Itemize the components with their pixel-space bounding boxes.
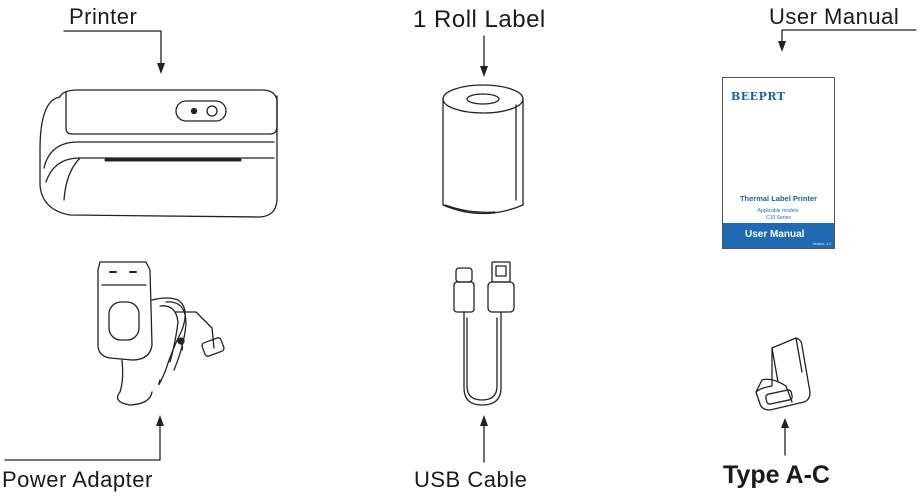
manual-brand-logo: BEEPRT (731, 90, 786, 103)
usb-cable-illustration (453, 261, 515, 406)
power-adapter-illustration (97, 261, 225, 406)
printer-illustration (39, 89, 278, 218)
roll-label-label: 1 Roll Label (413, 6, 546, 33)
printer-leader-arrow (63, 30, 165, 74)
manual-version: Version: 1.0 (812, 242, 831, 246)
user-manual-cover: BEEPRT Thermal Label Printer Applicable … (722, 77, 835, 249)
power-adapter-label: Power Adapter (2, 467, 153, 492)
power-leader-arrow (4, 415, 164, 461)
type-ac-label: Type A-C (723, 461, 830, 489)
manual-blue-band: User Manual Version: 1.0 (723, 223, 834, 248)
usb-leader-arrow (480, 415, 488, 463)
roll-leader-arrow (480, 35, 488, 77)
manual-applicable-models: Applicable models: (757, 208, 800, 214)
printer-label: Printer (69, 4, 138, 29)
manual-title: Thermal Label Printer (739, 194, 818, 203)
user-manual-label: User Manual (769, 4, 900, 29)
usb-cable-label: USB Cable (414, 467, 528, 492)
manual-series: C10 Series (766, 215, 791, 221)
type-ac-adapter-illustration (755, 337, 811, 411)
typeac-leader-arrow (781, 418, 789, 456)
manual-leader-arrow (778, 29, 917, 52)
manual-band-title: User Manual (745, 229, 805, 240)
label-roll-illustration (442, 84, 524, 215)
